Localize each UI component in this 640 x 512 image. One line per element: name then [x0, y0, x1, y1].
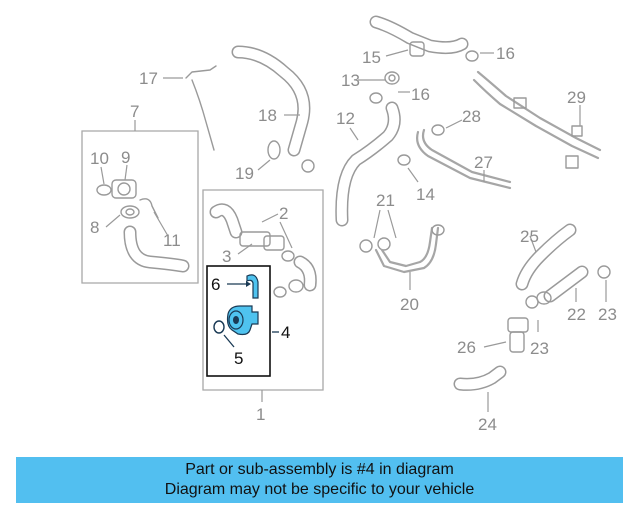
banner-line-2: Diagram may not be specific to your vehi…: [164, 481, 475, 498]
part-16-clip: [384, 50, 479, 85]
part-12-hose: [335, 101, 401, 227]
callout-15: 15: [362, 48, 381, 67]
part-9-connector: [111, 179, 137, 199]
callout-12: 12: [336, 109, 355, 128]
callout-1: 1: [256, 405, 265, 424]
callout-26: 26: [457, 338, 476, 357]
callout-18: 18: [258, 106, 277, 125]
callout-24: 24: [478, 415, 497, 434]
part-7-hose: [123, 225, 190, 273]
part-5-oring-highlight: [213, 320, 225, 334]
part-18-hose: [231, 45, 311, 157]
group-box-4: [206, 265, 271, 377]
part-14-clamp: [397, 154, 411, 166]
part-28-oring: [431, 124, 445, 136]
part-8-clamp: [120, 205, 140, 219]
part-20-pipe: [374, 224, 445, 274]
part-24-hose: [453, 365, 507, 391]
part-25-hose: [515, 223, 577, 291]
callout-8: 8: [90, 218, 99, 237]
callout-4: 4: [281, 323, 290, 342]
callout-9: 9: [121, 148, 130, 167]
callout-23-mid: 23: [530, 339, 549, 358]
callout-3: 3: [222, 247, 231, 266]
callout-16-mid: 16: [411, 85, 430, 104]
callout-13: 13: [341, 71, 360, 90]
part-2-elbow: [209, 203, 317, 292]
part-26-tee: [507, 317, 529, 353]
part-10-oring: [96, 184, 112, 196]
callout-2: 2: [279, 204, 288, 223]
part-21-clamps: [359, 237, 391, 253]
callout-7: 7: [130, 102, 139, 121]
callout-20: 20: [400, 295, 419, 314]
part-29-pipe-assembly: [472, 70, 602, 169]
part-13-clamp: [369, 92, 383, 104]
callout-29: 29: [567, 88, 586, 107]
callout-21: 21: [376, 191, 395, 210]
callout-17: 17: [139, 69, 158, 88]
part-6-hose-highlight: [246, 274, 259, 299]
part-27-pipe: [416, 128, 512, 190]
part-4-connector-highlight: [226, 305, 259, 336]
group-box-7: [81, 130, 199, 284]
callout-19: 19: [235, 164, 254, 183]
callout-5: 5: [234, 349, 243, 368]
part-22-hose: [536, 265, 589, 305]
info-banner: Part or sub-assembly is #4 in diagram Di…: [16, 457, 623, 503]
part-23-clamp-right: [597, 265, 611, 279]
part-3-valve: [239, 231, 295, 262]
part-23-clamp-mid: [525, 295, 539, 309]
callout-11: 11: [163, 231, 181, 250]
part-11-pipe: [139, 198, 159, 219]
callout-25: 25: [520, 227, 539, 246]
callout-23-right: 23: [598, 305, 617, 324]
callout-27: 27: [474, 153, 493, 172]
callout-6: 6: [211, 275, 220, 294]
callout-28: 28: [462, 107, 481, 126]
callout-16-top: 16: [496, 44, 515, 63]
callout-10: 10: [90, 149, 109, 168]
part-19-orings: [267, 140, 315, 173]
callout-14: 14: [416, 185, 435, 204]
callout-22: 22: [567, 305, 586, 324]
part-15-hose: [369, 15, 469, 57]
banner-line-1: Part or sub-assembly is #4 in diagram: [185, 461, 454, 478]
group-box-1: [202, 189, 324, 391]
part-17-pipe: [185, 65, 217, 151]
